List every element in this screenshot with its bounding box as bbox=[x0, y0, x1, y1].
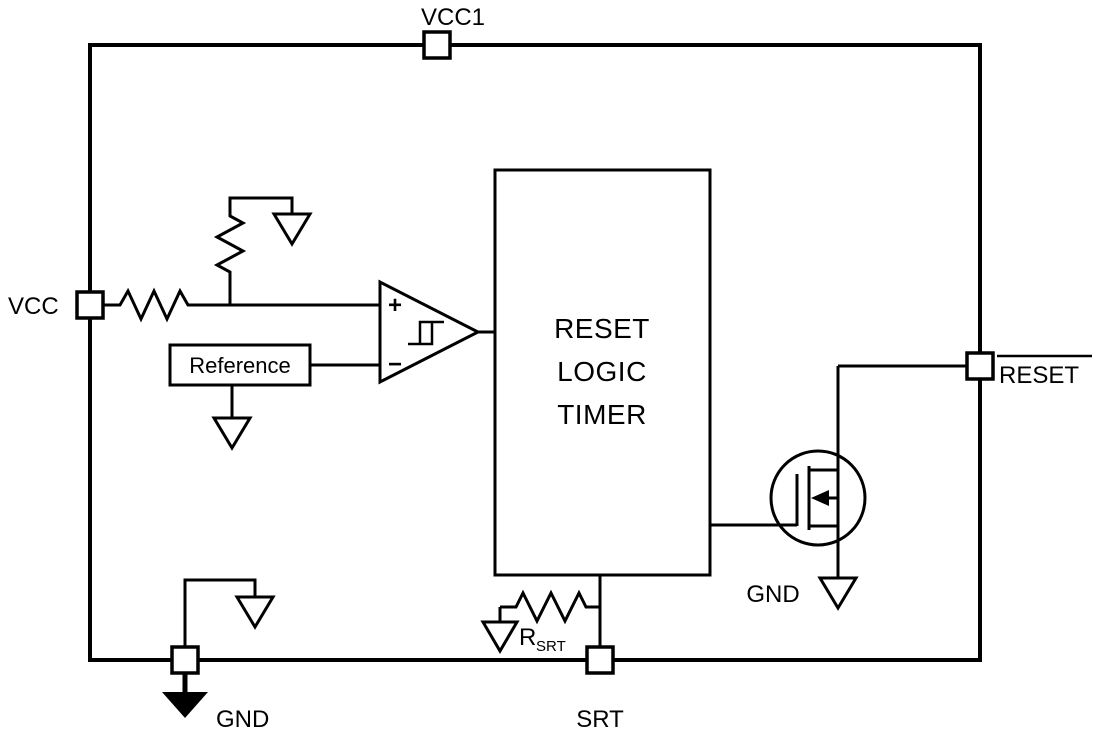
rsrt-label: R bbox=[519, 624, 536, 651]
reset-logic-timer-box bbox=[493, 168, 712, 577]
pin-vcc1-label: VCC1 bbox=[421, 4, 485, 31]
hysteresis-icon bbox=[418, 320, 444, 344]
reset-logic-timer-label-line2: LOGIC bbox=[557, 356, 647, 387]
mosfet-arrow-icon bbox=[811, 490, 829, 506]
pin-reset-label: RESET bbox=[999, 362, 1079, 389]
reset-logic-timer-label-line1: RESET bbox=[554, 313, 650, 344]
pin-reset bbox=[965, 351, 995, 381]
pin-vcc bbox=[75, 290, 105, 320]
pin-vcc-label: VCC bbox=[8, 293, 59, 320]
reference-label: Reference bbox=[189, 353, 291, 378]
mosfet-circle bbox=[769, 449, 867, 547]
ground-symbol-rsrt bbox=[480, 620, 520, 654]
pin-srt bbox=[585, 645, 615, 675]
comparator-plus-sign: + bbox=[388, 292, 402, 319]
ground-symbol-reference bbox=[211, 416, 253, 451]
comparator-symbol bbox=[378, 279, 482, 385]
reference-box bbox=[168, 343, 312, 387]
pin-vcc1 bbox=[422, 30, 452, 60]
reset-logic-timer-label-line3: TIMER bbox=[557, 399, 647, 430]
resistor-divider bbox=[213, 196, 294, 305]
resistor-rsrt bbox=[500, 589, 600, 625]
pin-gnd bbox=[170, 645, 200, 675]
hysteresis-icon bbox=[408, 322, 434, 346]
rsrt-label-subscript: SRT bbox=[536, 638, 566, 655]
mosfet-gnd-label: GND bbox=[746, 581, 799, 608]
ground-symbol-mosfet bbox=[817, 576, 859, 611]
pin-gnd-label: GND bbox=[216, 706, 269, 733]
pin-srt-label: SRT bbox=[576, 706, 624, 733]
comparator-minus-sign: − bbox=[388, 351, 402, 378]
wire-internal-ground bbox=[183, 578, 257, 647]
ground-symbol-internal bbox=[234, 595, 276, 630]
ground-symbol-chip bbox=[162, 692, 208, 718]
ground-symbol-divider bbox=[271, 212, 313, 247]
resistor-vcc-series bbox=[103, 287, 380, 323]
